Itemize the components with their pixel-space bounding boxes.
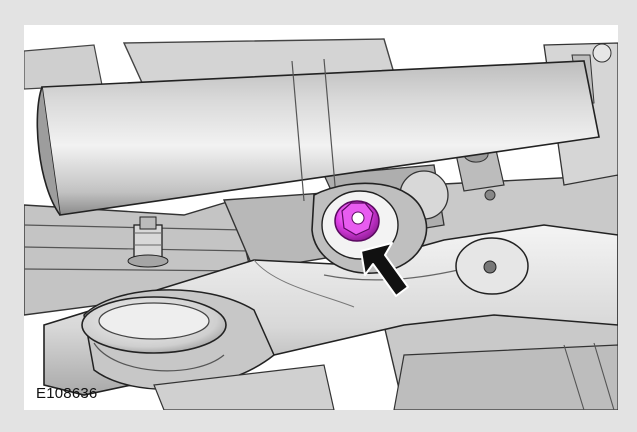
illustration-panel: E108636 <box>24 25 618 410</box>
highlighted-bolt <box>334 200 380 242</box>
arm-bushing <box>81 289 275 390</box>
stud-nut <box>127 216 169 268</box>
lower-structure <box>153 342 618 410</box>
figure-id-label: E108636 <box>36 385 98 402</box>
suspension-illustration <box>24 25 618 410</box>
callout-arrow <box>360 242 409 297</box>
damper-tube <box>36 58 600 216</box>
